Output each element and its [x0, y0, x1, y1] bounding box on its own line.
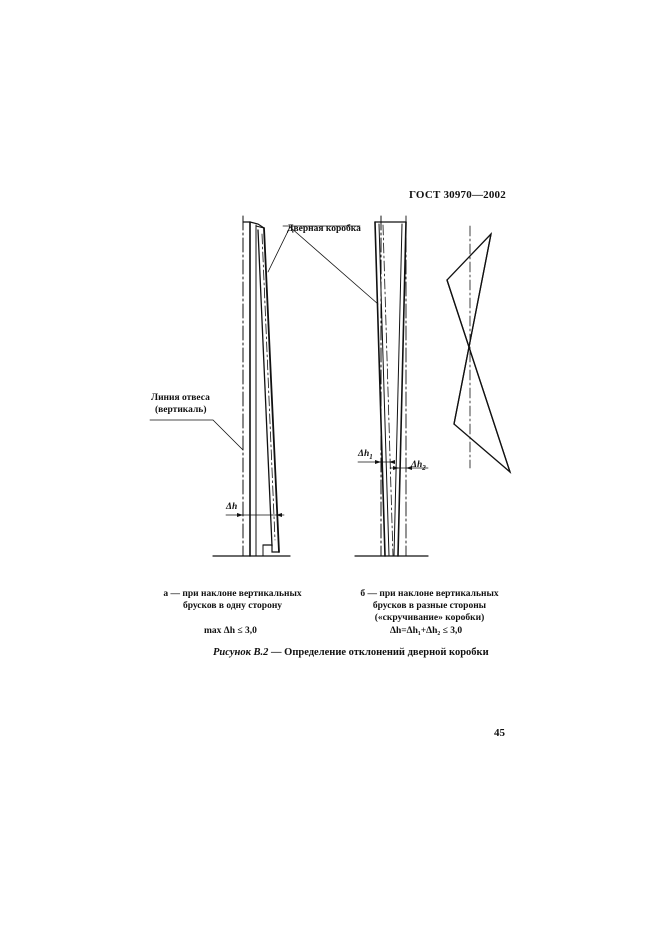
label-plumb-line-vertical: (вертикаль)	[155, 405, 207, 415]
dim-dh2: Δh2	[411, 460, 426, 472]
label-plumb-line: Линия отвеса	[151, 393, 210, 403]
leader-frame-a	[267, 226, 291, 273]
caption-b: б — при наклоне вертикальных брусков в р…	[360, 589, 499, 623]
figure-c-twist	[446, 225, 512, 475]
dim-dh1: Δh1	[358, 449, 373, 461]
figure-caption: Рисунок В.2 — Определение отклонений две…	[213, 647, 489, 658]
formula-b: Δh=Δh₁+Δh₂ ≤ 3,0	[390, 626, 463, 636]
figure-a-frame	[212, 215, 291, 557]
page-number: 45	[494, 727, 505, 739]
label-door-frame: Дверная коробка	[287, 224, 361, 234]
leader-frame-b	[289, 226, 379, 305]
figure-b-frame	[354, 215, 429, 557]
standard-header: ГОСТ 30970—2002	[409, 189, 506, 201]
leader-plumb	[149, 419, 244, 451]
caption-a: а — при наклоне вертикальных брусков в о…	[163, 589, 302, 611]
dim-dh: Δh	[226, 502, 238, 512]
formula-a: max Δh ≤ 3,0	[204, 626, 257, 636]
